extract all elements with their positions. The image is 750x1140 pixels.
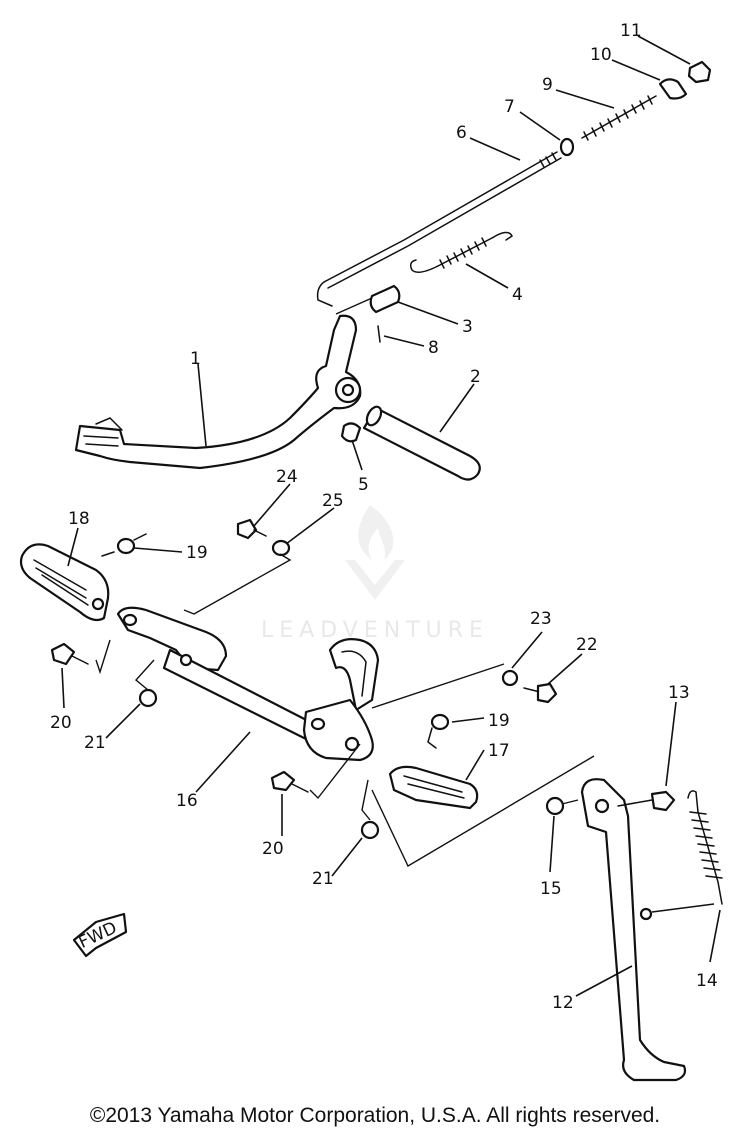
part-spring-19b: [427, 713, 450, 749]
part-nut-21b: [360, 820, 380, 840]
label-part-19b: 19: [488, 711, 510, 731]
label-part-13: 13: [668, 683, 690, 703]
part-nut-21a: [138, 688, 158, 708]
label-part-20b: 20: [262, 839, 284, 859]
label-part-3: 3: [462, 317, 473, 337]
leader-lines: [61, 35, 721, 997]
part-adjuster-10: [658, 78, 688, 100]
label-part-17: 17: [488, 741, 510, 761]
label-part-7: 7: [504, 97, 515, 117]
part-pivot-shaft-2: [362, 405, 481, 481]
part-footrest-18: [19, 543, 110, 622]
part-washer-23: [501, 669, 519, 687]
part-bolt-24: [236, 518, 267, 540]
label-part-2: 2: [470, 367, 481, 387]
part-spring-19a: [101, 533, 147, 557]
label-part-9: 9: [542, 75, 553, 95]
part-spring-14: [687, 790, 723, 905]
label-part-22: 22: [576, 635, 598, 655]
label-part-24: 24: [276, 467, 298, 487]
copyright-text: ©2013 Yamaha Motor Corporation, U.S.A. A…: [89, 1104, 661, 1127]
label-part-4: 4: [512, 285, 523, 305]
label-part-21b: 21: [312, 869, 334, 889]
label-part-23: 23: [530, 609, 552, 629]
part-nut-15: [545, 796, 565, 816]
label-part-18: 18: [68, 509, 90, 529]
part-bolt-22: [523, 682, 558, 704]
part-brake-pedal-1: [74, 314, 362, 470]
watermark-text: LEADVENTURE: [261, 618, 489, 643]
part-bolt-13: [617, 790, 676, 812]
label-part-6: 6: [456, 123, 467, 143]
part-brake-rod-6: [316, 151, 562, 307]
part-labels: 11 10 9 7 6 4 3 8 1 2 5 24 25 18 19 20 2…: [50, 21, 718, 1013]
part-spring-9: [581, 95, 657, 141]
label-part-15: 15: [540, 879, 562, 899]
part-bolt-20a: [50, 642, 89, 666]
part-washer-7: [559, 137, 575, 157]
label-part-14: 14: [696, 971, 718, 991]
label-part-11: 11: [620, 21, 642, 41]
label-part-25: 25: [322, 491, 344, 511]
part-clevis-3: [369, 284, 401, 314]
label-part-21a: 21: [84, 733, 106, 753]
label-part-5: 5: [358, 475, 369, 495]
watermark: LEADVENTURE: [261, 505, 489, 643]
label-part-19a: 19: [186, 543, 208, 563]
label-part-12: 12: [552, 993, 574, 1013]
part-pin-8: [377, 325, 381, 343]
part-footrest-bracket-16: [116, 606, 380, 762]
part-sidestand-12: [580, 778, 687, 1082]
part-bolt-20b: [270, 770, 309, 793]
label-part-10: 10: [590, 45, 612, 65]
part-footrest-17: [388, 765, 479, 810]
part-spring-4: [409, 231, 513, 273]
label-part-16: 16: [176, 791, 198, 811]
assembly-lines: [95, 297, 715, 913]
label-part-20a: 20: [50, 713, 72, 733]
part-nut-11: [687, 60, 712, 84]
fwd-badge: FWD: [72, 912, 128, 958]
label-part-8: 8: [428, 338, 439, 358]
part-clip-5: [340, 422, 362, 443]
label-part-1: 1: [190, 349, 201, 369]
